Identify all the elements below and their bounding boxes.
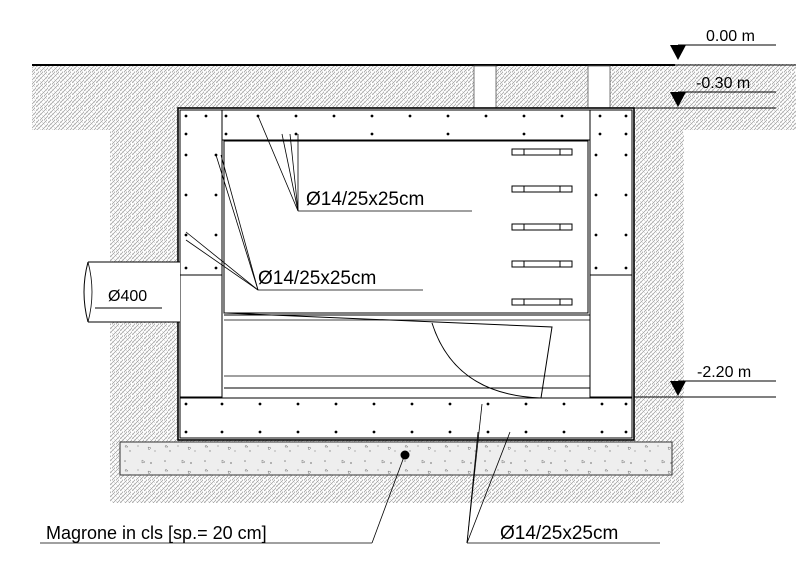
- level-label-mid: -0.30 m: [696, 75, 750, 92]
- leader-lines: [40, 115, 660, 544]
- ladder-rungs: [511, 148, 573, 306]
- rebar-label-top: Ø14/25x25cm: [306, 189, 424, 210]
- level-label-bottom: -2.20 m: [697, 364, 751, 381]
- rebar-label-base: Ø14/25x25cm: [500, 523, 618, 544]
- level-marker-1: [634, 91, 776, 109]
- inlet-pipe: [83, 261, 180, 323]
- lean-concrete-marker: [400, 450, 410, 460]
- level-marker-2: [634, 380, 776, 398]
- level-marker-0: [670, 44, 776, 60]
- pipe-label: Ø400: [108, 288, 147, 305]
- lean-concrete-label: Magrone in cls [sp.= 20 cm]: [46, 523, 267, 543]
- rebar-dots: [184, 114, 628, 434]
- level-label-top: 0.00 m: [706, 28, 755, 45]
- manhole-structure: [177, 107, 635, 441]
- rebar-label-wall: Ø14/25x25cm: [258, 268, 376, 289]
- lean-concrete-base: [119, 441, 673, 476]
